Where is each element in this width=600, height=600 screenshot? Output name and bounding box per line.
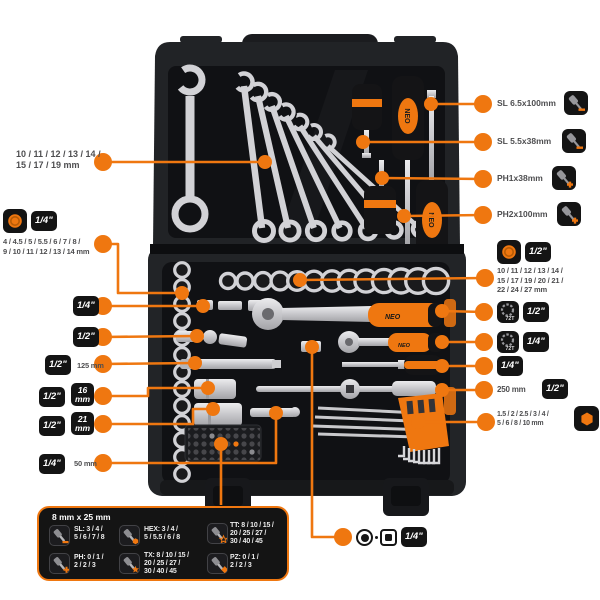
bits-tt-sizes: TT: 8 / 10 / 15 /20 / 25 / 27 /30 / 40 /… — [230, 522, 274, 545]
bits-pz-sizes: PZ: 0 / 1 /2 / 2 / 3 — [230, 554, 259, 569]
phillips-screwdriver-icon — [557, 202, 581, 226]
label-quarter-socket-sizes: 4 / 4.5 / 5 / 5.5 / 6 / 7 / 8 /9 / 10 / … — [3, 237, 90, 256]
spark16-drive-badge: 1/2" — [39, 387, 65, 407]
screwdrivers: NEO NEO — [352, 76, 448, 262]
bit-pz-icon — [207, 553, 228, 574]
label-hex-key-sizes: 1.5 / 2 / 2.5 / 3 / 4 /5 / 6 / 8 / 10 mm — [497, 411, 549, 427]
drive-size-badge: 1/2" — [525, 242, 551, 262]
label-quarter-socket-icons: 1/4" — [3, 209, 57, 233]
bit-hex-icon — [119, 525, 140, 546]
brand-text: NEO — [427, 212, 434, 228]
bit-tt-icon — [207, 523, 228, 544]
label-sd-sl65: SL 6.5x100mm — [497, 98, 556, 108]
half-drive-circle-icon — [497, 240, 521, 264]
quarter-drive-badge: 1/4" — [73, 296, 99, 316]
label-sd-ph2: PH2x100mm — [497, 209, 548, 219]
bits-hex-sizes: HEX: 3 / 4 /5 / 5.5 / 6 / 8 — [144, 526, 180, 541]
combination-wrenches — [171, 64, 430, 243]
separator-dot — [375, 536, 378, 539]
bits-info-panel: 8 mm x 25 mm SL: 3 / 4 /5 / 6 / 7 / 8 HE… — [37, 506, 289, 581]
hex-key-icon — [574, 406, 599, 431]
label-ratchet-half: 72T 1/2" — [497, 301, 549, 323]
tbar-length: 250 mm — [497, 385, 526, 394]
label-ratchet-quarter: 72T 1/4" — [497, 331, 549, 353]
label-sd-sl55: SL 5.5x38mm — [497, 136, 552, 146]
adapter-drive-badge: 1/4" — [401, 527, 427, 547]
flat-screwdriver-icon — [562, 129, 586, 153]
square-drive-icon — [380, 529, 397, 546]
connector-ext-125 — [102, 361, 196, 366]
quarter-drive-circle-icon — [3, 209, 27, 233]
bit-sl-icon — [49, 525, 70, 546]
ext125-badge: 1/2" — [45, 355, 71, 375]
bits-ph-sizes: PH: 0 / 1 /2 / 2 / 3 — [74, 554, 104, 569]
phillips-screwdriver-icon — [552, 166, 576, 190]
drive-size-badge: 1/4" — [31, 211, 57, 231]
connector-bit-adapter — [310, 347, 343, 539]
connector-half-sockets — [299, 276, 486, 282]
svg-text:72T: 72T — [506, 346, 516, 351]
bit-tx-icon — [119, 553, 140, 574]
bits-panel-header: 8 mm x 25 mm — [52, 512, 111, 522]
drive-size-badge: 1/4" — [523, 332, 549, 352]
connector-ext-50 — [103, 413, 278, 465]
ratchets: NEO NEO — [252, 298, 443, 375]
ext50-drive-badge: 1/4" — [39, 454, 65, 474]
label-half-socket-sizes: 10 / 11 / 12 / 13 / 14 /15 / 17 / 19 / 2… — [497, 266, 564, 294]
label-half-socket-icons: 1/2" — [497, 240, 551, 264]
svg-text:72T: 72T — [506, 316, 516, 321]
label-sd-ph1: PH1x38mm — [497, 173, 543, 183]
ext125-length: 125 mm — [77, 361, 104, 370]
label-wrench-sizes: 10 / 11 / 12 / 13 / 14 /15 / 17 / 19 mm — [16, 149, 101, 170]
tbar-drive-badge: 1/2" — [542, 379, 568, 399]
ratchet-72t-icon: 72T — [497, 331, 519, 353]
spark21-drive-badge: 1/2" — [39, 416, 65, 436]
bit-ph-icon — [49, 553, 70, 574]
bits-sl-sizes: SL: 3 / 4 /5 / 6 / 7 / 8 — [74, 526, 105, 541]
spinner-drive-badge: 1/4" — [497, 356, 523, 376]
half-drive-badge: 1/2" — [73, 327, 99, 347]
flat-screwdriver-icon — [564, 91, 588, 115]
connector-sd-ph1 — [381, 176, 484, 181]
connector-spark-16 — [103, 386, 208, 398]
ext50-length: 50 mm — [74, 459, 97, 468]
brand-text: NEO — [403, 108, 410, 124]
connector-spark-21 — [103, 407, 213, 426]
connector-sd-ph2 — [403, 213, 484, 218]
socket-circle-icon — [356, 529, 373, 546]
connector-half-drive — [102, 334, 198, 339]
ratchet-72t-icon: 72T — [497, 301, 519, 323]
brand-text: NEO — [385, 314, 401, 321]
product-dots — [175, 97, 449, 451]
bits-tx-sizes: TX: 8 / 10 / 15 /20 / 25 / 27 /30 / 40 /… — [144, 552, 189, 575]
connector-quarter-sockets — [103, 242, 182, 295]
drive-size-badge: 1/2" — [523, 302, 549, 322]
brand-text: NEO — [398, 343, 411, 349]
